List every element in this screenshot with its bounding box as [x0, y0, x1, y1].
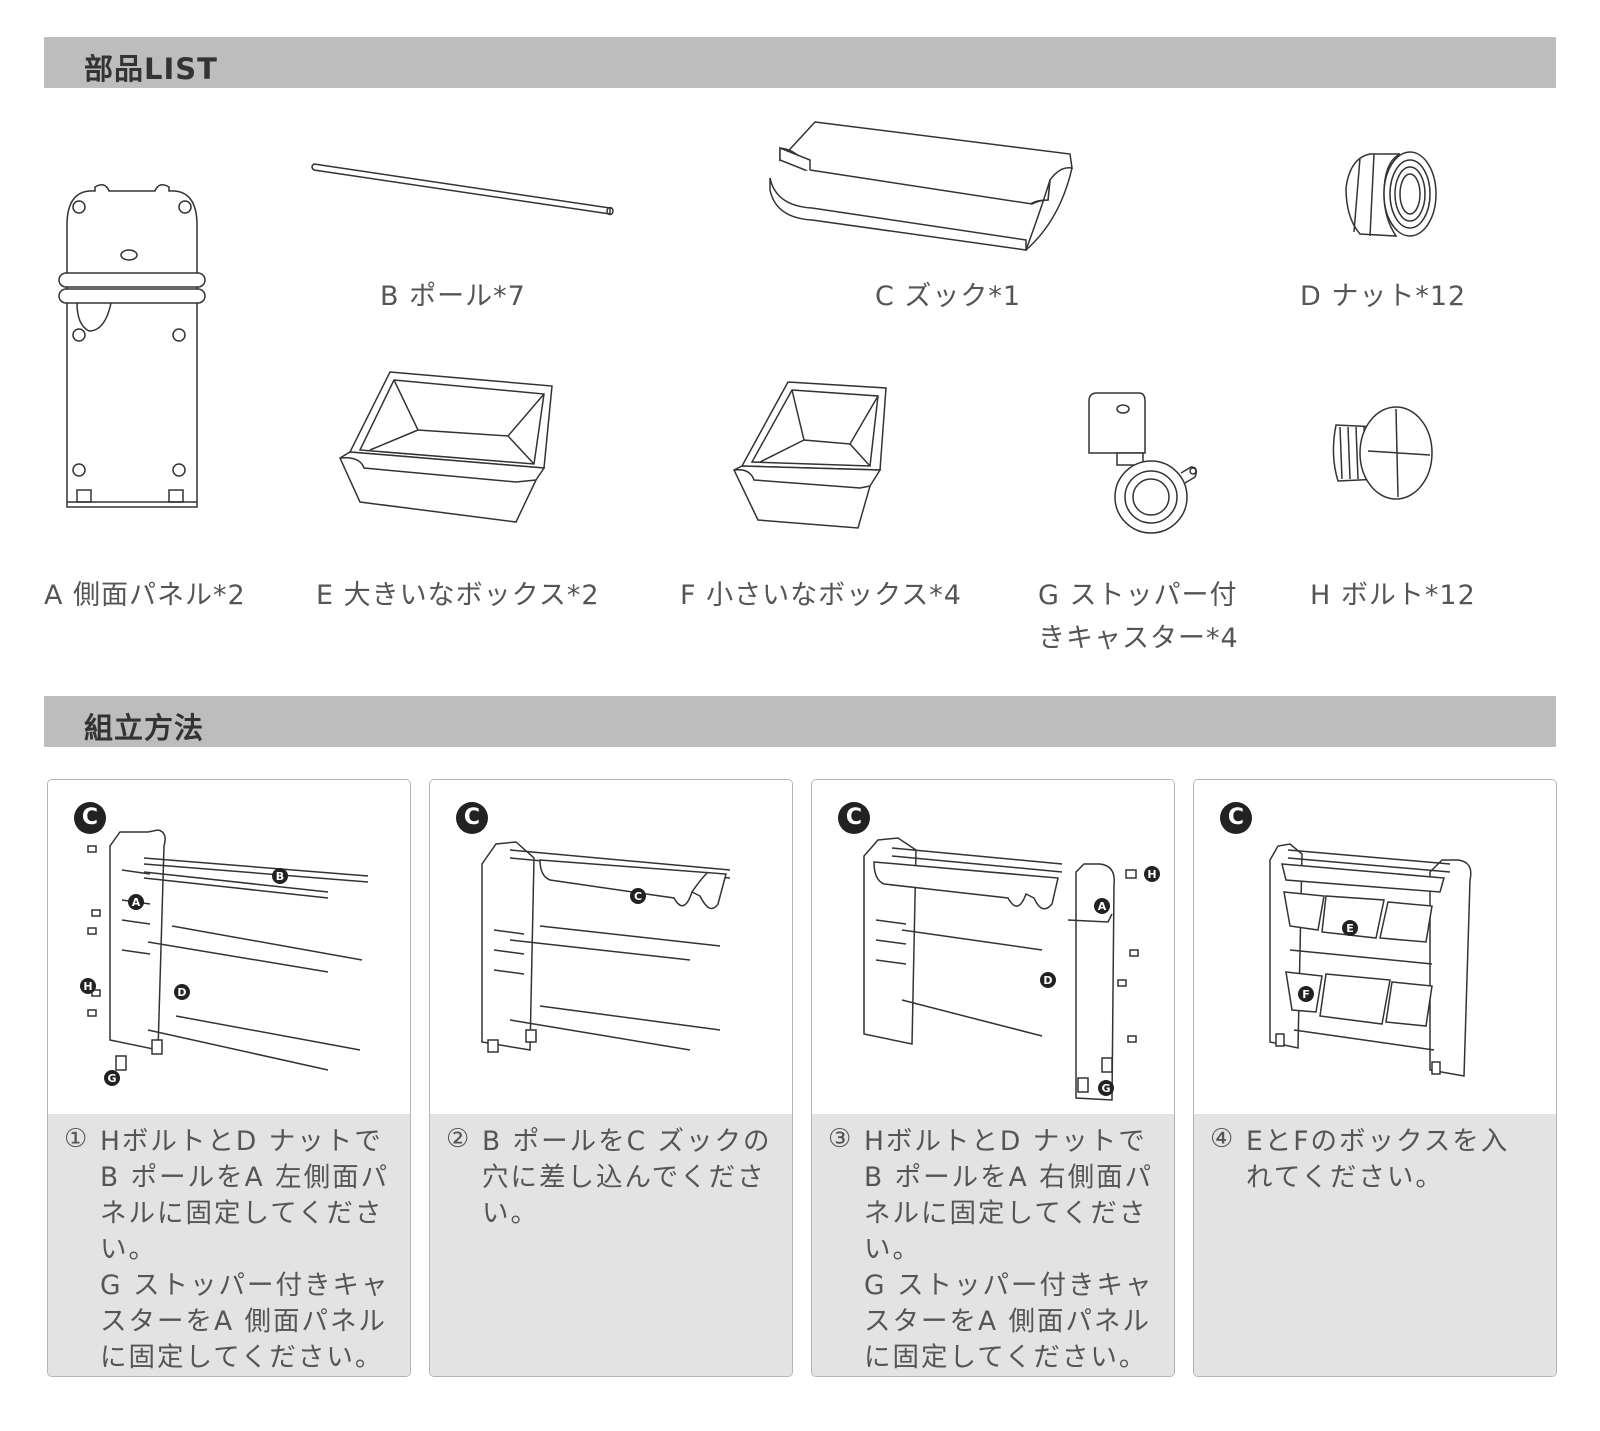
step-1-number: ①: [64, 1124, 88, 1154]
step-2-instructions: B ポールをC ズックの 穴に差し込んでくださ い。: [482, 1124, 782, 1232]
step-1-line: い。: [100, 1234, 157, 1265]
step-1-badge: C: [74, 802, 106, 834]
step-2-card: C C ② B ポールをC ズックの 穴に差し込んでくださ い。: [429, 779, 793, 1377]
step-2-line: B ポールをC ズックの: [482, 1126, 772, 1157]
step-1-card: C B A H D G ① HボルトとD ナットで B ポールをA 左側面パ ネ…: [47, 779, 411, 1377]
part-c-illustration: [769, 120, 1080, 260]
step-4-label-e: E: [1346, 922, 1354, 935]
step-3-line: スターをA 側面パネル: [864, 1306, 1152, 1337]
step-3-text: ③ HボルトとD ナットで B ポールをA 右側面パ ネルに固定してくださ い。…: [812, 1114, 1174, 1376]
step-3-badge: C: [838, 802, 870, 834]
step-3-illustration: C H A D G: [812, 780, 1174, 1114]
step-2-label-c: C: [634, 890, 642, 903]
step-1-line: G ストッパー付きキャ: [100, 1270, 390, 1301]
step-1-illustration: C B A H D G: [48, 780, 410, 1114]
step-1-label-d: D: [177, 986, 186, 999]
step-3-line: HボルトとD ナットで: [864, 1126, 1147, 1157]
step-3-number: ③: [828, 1124, 852, 1154]
step-3-line: ネルに固定してくださ: [864, 1198, 1148, 1229]
step-3-line: G ストッパー付きキャ: [864, 1270, 1154, 1301]
step-3-label-g: G: [1101, 1082, 1110, 1095]
part-g-label-line2: きキャスター*4: [1038, 623, 1239, 654]
step-4-label-f: F: [1302, 988, 1310, 1001]
step-3-line: い。: [864, 1234, 921, 1265]
part-g-label-line1: G ストッパー付: [1038, 580, 1238, 611]
part-b-illustration: [310, 160, 620, 220]
step-1-line: スターをA 側面パネル: [100, 1306, 388, 1337]
step-3-label-a: A: [1098, 900, 1107, 913]
step-2-text: ② B ポールをC ズックの 穴に差し込んでくださ い。: [430, 1114, 792, 1376]
step-2-illustration: C C: [430, 780, 792, 1114]
parts-list-title: 部品LIST: [84, 52, 218, 86]
step-2-number: ②: [446, 1124, 470, 1154]
step-3-line: に固定してください。: [864, 1342, 1148, 1373]
step-4-instructions: EとFのボックスを入 れてください。: [1246, 1124, 1546, 1196]
step-4-line: れてください。: [1246, 1162, 1444, 1193]
step-4-number: ④: [1210, 1124, 1234, 1154]
step-3-instructions: HボルトとD ナットで B ポールをA 右側面パ ネルに固定してくださ い。 G…: [864, 1124, 1164, 1376]
assembly-header: 組立方法: [44, 696, 1556, 747]
step-1-line: ネルに固定してくださ: [100, 1198, 384, 1229]
part-h-label: H ボルト*12: [1310, 580, 1476, 611]
part-a-illustration: [55, 184, 206, 515]
part-f-illustration: [730, 380, 890, 535]
assembly-title: 組立方法: [84, 711, 205, 745]
part-a-label: A 側面パネル*2: [44, 580, 246, 611]
part-c-label: C ズック*1: [875, 281, 1022, 312]
step-2-line: 穴に差し込んでくださ: [482, 1162, 766, 1193]
part-d-label: D ナット*12: [1300, 281, 1467, 312]
part-e-illustration: [330, 370, 560, 530]
part-b-label: B ポール*7: [380, 281, 526, 312]
step-1-label-g: G: [107, 1072, 116, 1085]
part-d-illustration: [1340, 148, 1440, 243]
step-1-text: ① HボルトとD ナットで B ポールをA 左側面パ ネルに固定してくださ い。…: [48, 1114, 410, 1376]
part-f-label: F 小さいなボックス*4: [680, 580, 962, 611]
step-4-line: EとFのボックスを入: [1246, 1126, 1510, 1157]
step-1-line: HボルトとD ナットで: [100, 1126, 383, 1157]
step-4-badge: C: [1220, 802, 1252, 834]
step-1-label-a: A: [132, 896, 141, 909]
step-1-line: B ポールをA 左側面パ: [100, 1162, 390, 1193]
step-2-badge: C: [456, 802, 488, 834]
part-g-illustration: [1085, 392, 1205, 535]
part-h-illustration: [1330, 405, 1440, 505]
step-3-label-h: H: [1147, 868, 1156, 881]
step-1-line: に固定してください。: [100, 1342, 384, 1373]
step-3-card: C H A D G ③ HボルトとD ナットで B ポールをA 右側面パ ネルに…: [811, 779, 1175, 1377]
step-4-card: C E F ④ EとFのボックスを入 れてください。: [1193, 779, 1557, 1377]
step-4-illustration: C E F: [1194, 780, 1556, 1114]
step-1-instructions: HボルトとD ナットで B ポールをA 左側面パ ネルに固定してくださ い。 G…: [100, 1124, 400, 1376]
step-1-label-b: B: [276, 870, 284, 883]
step-1-label-h: H: [83, 980, 92, 993]
part-e-label: E 大きいなボックス*2: [316, 580, 600, 611]
step-3-label-d: D: [1043, 974, 1052, 987]
parts-list-header: 部品LIST: [44, 37, 1556, 88]
step-4-text: ④ EとFのボックスを入 れてください。: [1194, 1114, 1556, 1376]
step-2-line: い。: [482, 1198, 539, 1229]
step-3-line: B ポールをA 右側面パ: [864, 1162, 1154, 1193]
